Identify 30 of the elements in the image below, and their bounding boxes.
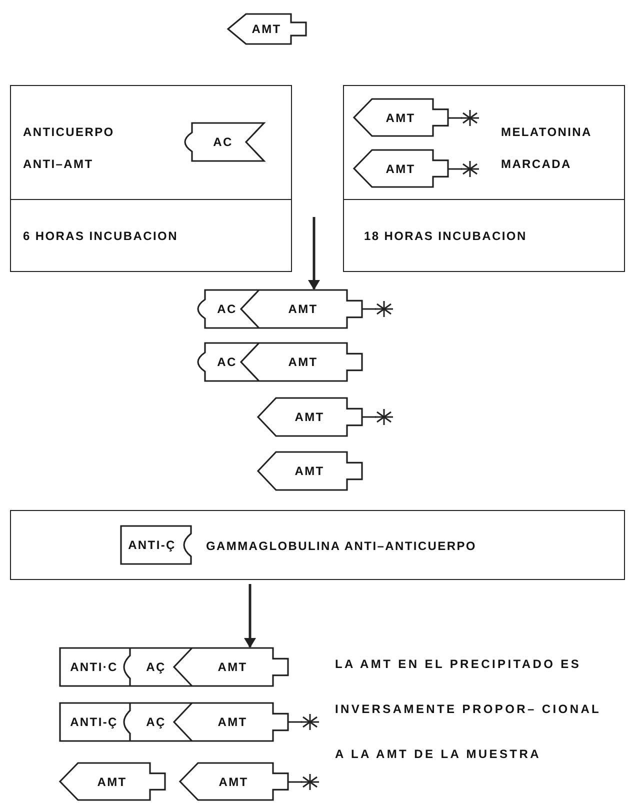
molecule-label: AMT (294, 410, 324, 424)
molecule-label: AMT (218, 774, 248, 788)
reagent-label: MELATONINA MARCADA (501, 124, 592, 173)
arrow (308, 217, 320, 290)
molecule-label: AC (213, 135, 233, 149)
molecule-label: AMT (97, 774, 127, 788)
molecule-label: ANTI-Ç (70, 715, 118, 729)
reagent-panel (10, 85, 292, 272)
molecule-label: AMT (288, 355, 318, 369)
note-text: LA AMT EN EL PRECIPITADO ES INVERSAMENTE PROPOR– CIONAL A LA AMT DE LA MUESTRA (335, 656, 602, 763)
reagent-label: GAMMAGLOBULINA ANTI–ANTICUERPO (206, 539, 476, 553)
molecule-label: AMT (252, 22, 282, 36)
molecule-label: AMT (386, 110, 416, 124)
molecule-label: AMT (218, 660, 248, 674)
incubation-label: 18 HORAS INCUBACION (364, 229, 527, 243)
molecule-label: AMT (386, 162, 416, 176)
molecule-label: ANTI·C (70, 660, 118, 674)
molecule-label: AMT (288, 302, 318, 316)
reagent-box (10, 510, 625, 580)
molecule-label: AMT (218, 715, 248, 729)
molecule-label: ANTI-Ç (128, 538, 176, 552)
molecule-label: AMT (294, 464, 324, 478)
arrow (244, 584, 256, 648)
reagent-label: ANTICUERPO ANTI–AMT (23, 124, 116, 173)
molecule-label: AÇ (146, 660, 166, 674)
molecule-label: AC (217, 302, 237, 316)
reagent-panel (343, 85, 625, 272)
molecule-label: AÇ (146, 715, 166, 729)
incubation-label: 6 HORAS INCUBACION (23, 229, 178, 243)
molecule-label: AC (217, 355, 237, 369)
